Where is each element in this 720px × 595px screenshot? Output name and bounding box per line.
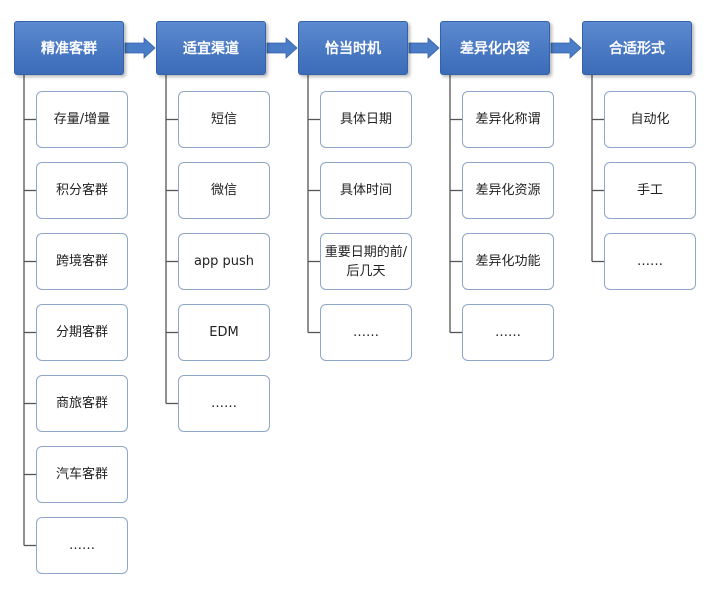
flow-arrow-4 xyxy=(550,37,582,59)
column-4-item-4: …… xyxy=(462,304,554,361)
column-2-item-4: EDM xyxy=(178,304,270,361)
column-3-item-4: …… xyxy=(320,304,412,361)
column-1-item-2: 积分客群 xyxy=(36,162,128,219)
column-2-item-3: app push xyxy=(178,233,270,290)
column-4-item-1: 差异化称谓 xyxy=(462,91,554,148)
column-4-item-2: 差异化资源 xyxy=(462,162,554,219)
column-2-item-2: 微信 xyxy=(178,162,270,219)
column-1-item-1: 存量/增量 xyxy=(36,91,128,148)
column-5-item-1: 自动化 xyxy=(604,91,696,148)
column-4-item-3: 差异化功能 xyxy=(462,233,554,290)
column-header-1: 精准客群 xyxy=(14,21,124,75)
column-5-item-2: 手工 xyxy=(604,162,696,219)
column-header-3: 恰当时机 xyxy=(298,21,408,75)
column-2-item-1: 短信 xyxy=(178,91,270,148)
flow-arrow-1 xyxy=(124,37,156,59)
column-1-item-4: 分期客群 xyxy=(36,304,128,361)
column-3-item-3: 重要日期的前/后几天 xyxy=(320,233,412,290)
column-3-item-2: 具体时间 xyxy=(320,162,412,219)
column-5-item-3: …… xyxy=(604,233,696,290)
column-3-item-1: 具体日期 xyxy=(320,91,412,148)
column-header-4: 差异化内容 xyxy=(440,21,550,75)
column-1-item-3: 跨境客群 xyxy=(36,233,128,290)
column-header-5: 合适形式 xyxy=(582,21,692,75)
column-1-item-7: …… xyxy=(36,517,128,574)
column-2-item-5: …… xyxy=(178,375,270,432)
flow-arrow-2 xyxy=(266,37,298,59)
column-1-item-6: 汽车客群 xyxy=(36,446,128,503)
column-1-item-5: 商旅客群 xyxy=(36,375,128,432)
column-header-2: 适宜渠道 xyxy=(156,21,266,75)
flow-arrow-3 xyxy=(408,37,440,59)
